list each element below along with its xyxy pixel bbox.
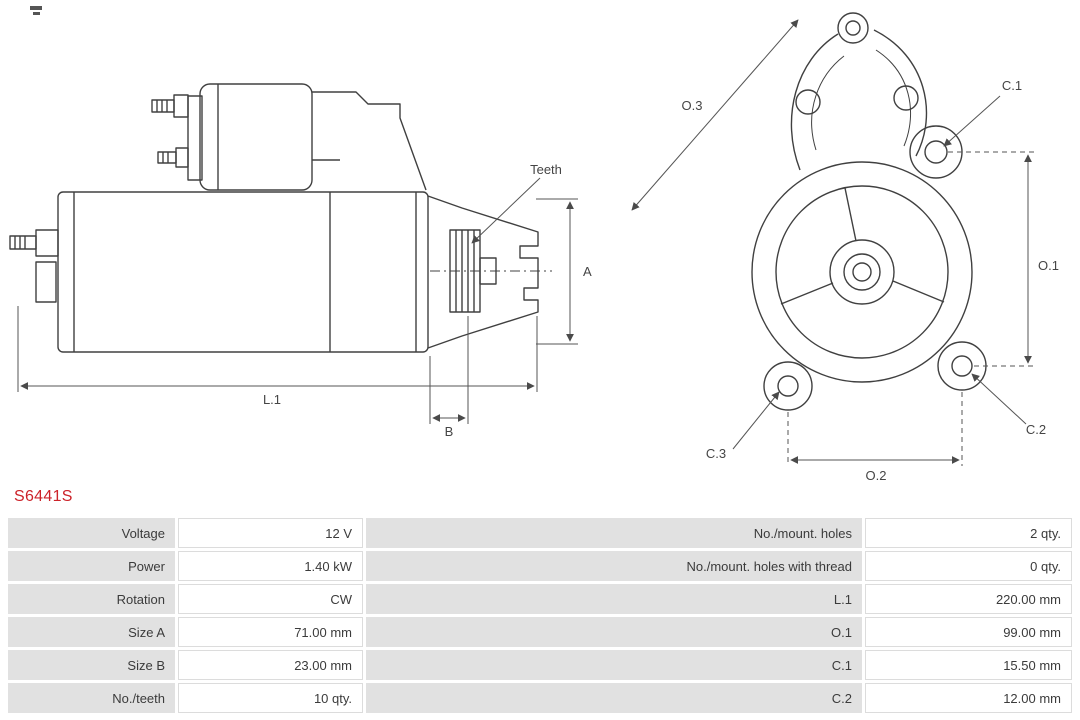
dim-label-b: B bbox=[445, 424, 454, 439]
dim-label-o2: O.2 bbox=[866, 468, 887, 483]
spec-value-mount-holes-thread: 0 qty. bbox=[865, 551, 1072, 581]
spec-value-voltage: 12 V bbox=[178, 518, 363, 548]
spec-value-power: 1.40 kW bbox=[178, 551, 363, 581]
side-view-drawing bbox=[9, 83, 552, 353]
spec-value-mount-holes: 2 qty. bbox=[865, 518, 1072, 548]
spec-table: Voltage 12 V No./mount. holes 2 qty. Pow… bbox=[8, 518, 1072, 713]
dim-label-c2: C.2 bbox=[1026, 422, 1046, 437]
spec-label-c2: C.2 bbox=[366, 683, 862, 713]
dim-label-c1: C.1 bbox=[1002, 78, 1022, 93]
dim-label-c3: C.3 bbox=[706, 446, 726, 461]
spec-label-size-b: Size B bbox=[8, 650, 175, 680]
part-number: S6441S bbox=[14, 488, 73, 505]
dim-label-o3: O.3 bbox=[682, 98, 703, 113]
spec-label-teeth-count: No./teeth bbox=[8, 683, 175, 713]
spec-label-mount-holes: No./mount. holes bbox=[366, 518, 862, 548]
spec-label-c1: C.1 bbox=[366, 650, 862, 680]
front-view-drawing bbox=[751, 12, 987, 411]
spec-value-c1: 15.50 mm bbox=[865, 650, 1072, 680]
spec-value-size-a: 71.00 mm bbox=[178, 617, 363, 647]
spec-value-c2: 12.00 mm bbox=[865, 683, 1072, 713]
logo-mark bbox=[30, 6, 42, 15]
spec-label-voltage: Voltage bbox=[8, 518, 175, 548]
spec-label-o1: O.1 bbox=[366, 617, 862, 647]
dim-label-l1: L.1 bbox=[263, 392, 281, 407]
spec-label-size-a: Size A bbox=[8, 617, 175, 647]
spec-value-o1: 99.00 mm bbox=[865, 617, 1072, 647]
spec-value-l1: 220.00 mm bbox=[865, 584, 1072, 614]
dim-label-a: A bbox=[583, 264, 592, 279]
dim-label-teeth: Teeth bbox=[530, 162, 562, 177]
spec-label-l1: L.1 bbox=[366, 584, 862, 614]
spec-label-rotation: Rotation bbox=[8, 584, 175, 614]
dim-label-o1: O.1 bbox=[1038, 258, 1059, 273]
dimension-lines bbox=[17, 19, 1036, 466]
spec-value-rotation: CW bbox=[178, 584, 363, 614]
spec-label-power: Power bbox=[8, 551, 175, 581]
spec-label-mount-holes-thread: No./mount. holes with thread bbox=[366, 551, 862, 581]
spec-value-size-b: 23.00 mm bbox=[178, 650, 363, 680]
technical-drawing: Teeth A L.1 B O.3 O.1 O.2 C.1 C.2 C.3 bbox=[9, 6, 1059, 483]
spec-value-teeth-count: 10 qty. bbox=[178, 683, 363, 713]
